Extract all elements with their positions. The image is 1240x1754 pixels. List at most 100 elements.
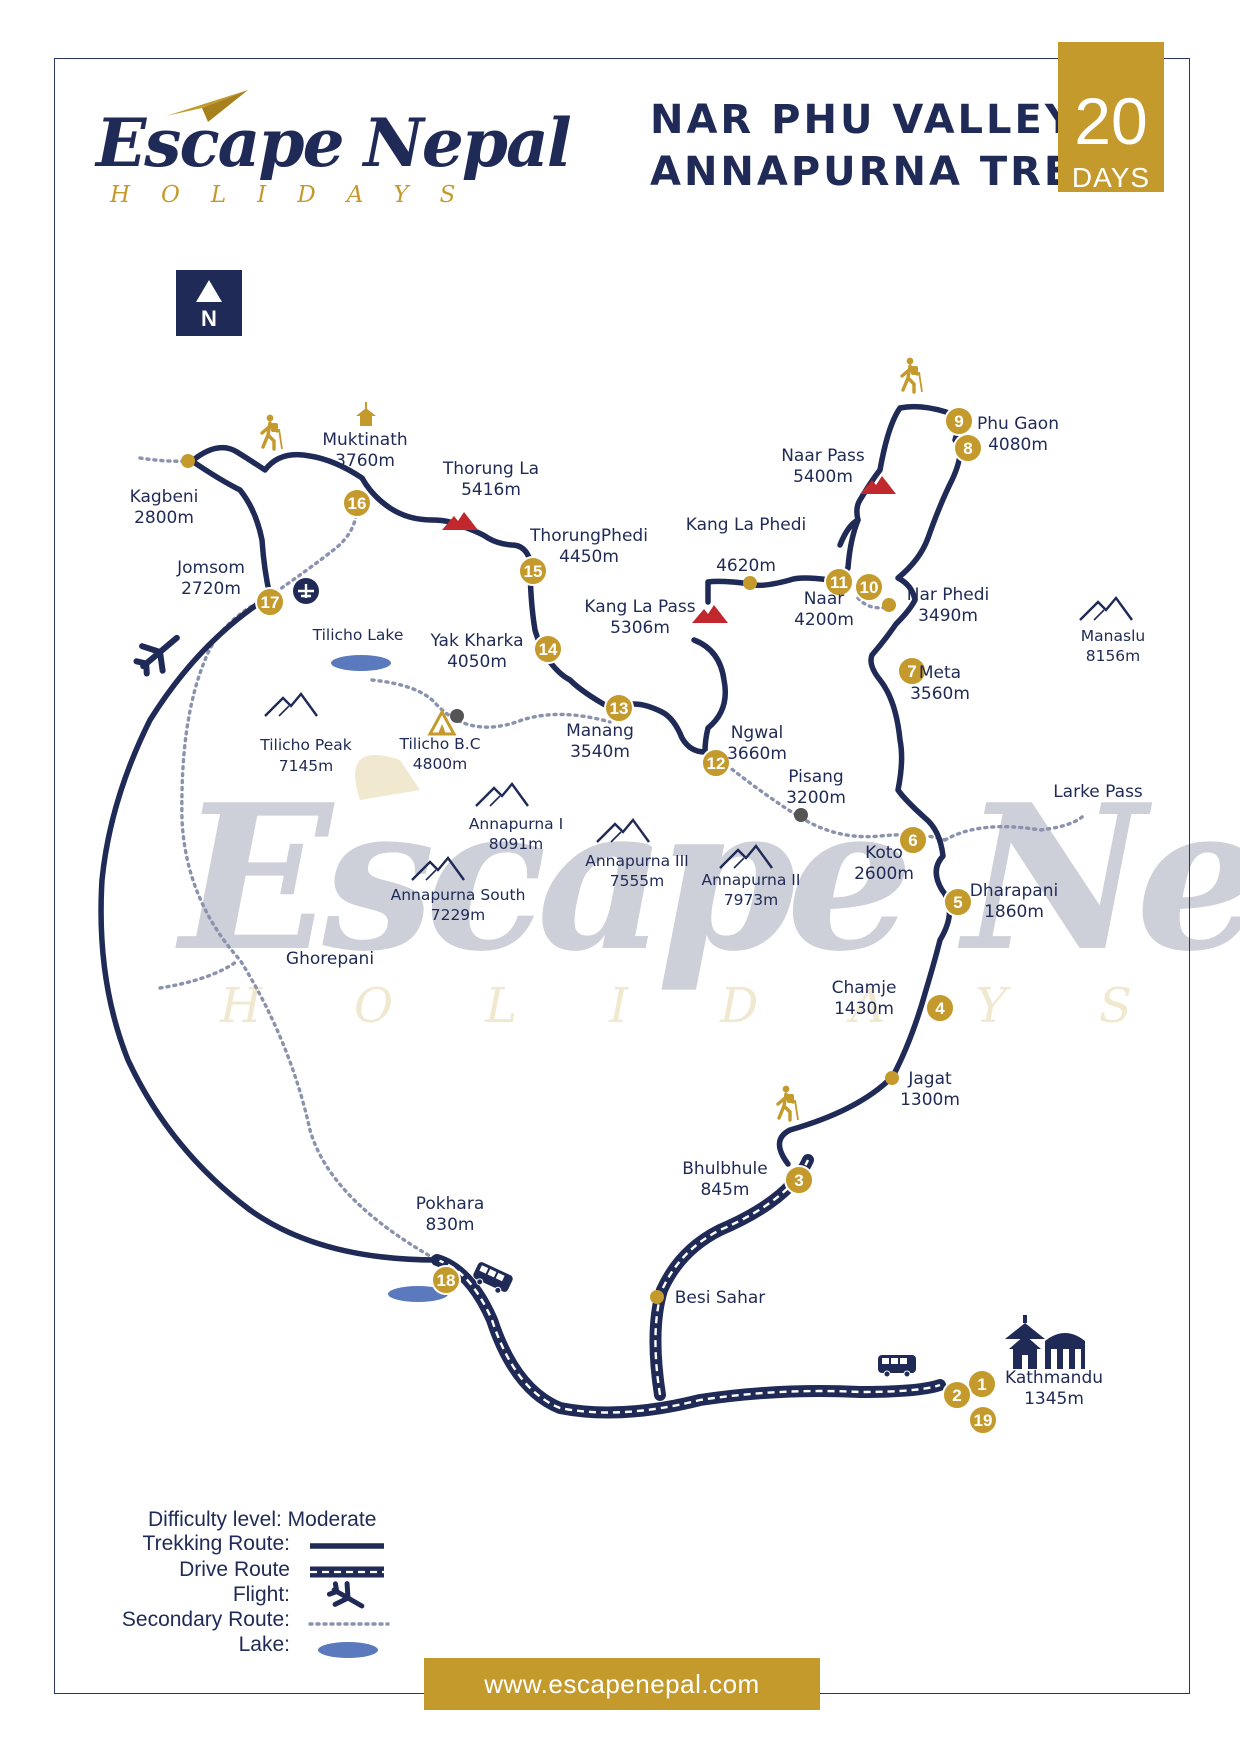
stop-marker-17: 17: [255, 587, 285, 617]
stop-number: 15: [524, 562, 543, 581]
place-larke-pass: Larke Pass: [1053, 782, 1143, 802]
stop-marker-14: 14: [533, 634, 563, 664]
north-compass: N: [176, 270, 242, 336]
stop-number: 16: [348, 494, 367, 513]
stop-number: 4: [935, 999, 945, 1018]
stop-number: 10: [860, 578, 879, 597]
stop-marker-3: 3: [784, 1165, 814, 1195]
watermark-tagline: HOLIDAYS: [219, 978, 1224, 1034]
stop-number: 17: [261, 593, 280, 612]
north-label: N: [201, 306, 217, 331]
stop-marker-13: 13: [604, 693, 634, 723]
naar-pass-icon: [860, 476, 896, 494]
legend-flight: Flight:: [232, 1583, 290, 1606]
website-link[interactable]: www.escapenepal.com: [424, 1658, 820, 1710]
stop-number: 12: [707, 754, 726, 773]
stop-number: 14: [539, 640, 558, 659]
legend-drive: Drive Route: [179, 1558, 290, 1581]
stop-number: 19: [974, 1411, 993, 1430]
stop-number: 6: [908, 831, 917, 850]
stop-number: 8: [963, 439, 972, 458]
legend-difficulty: Difficulty level: Moderate: [148, 1508, 377, 1531]
stop-number: 9: [954, 412, 963, 431]
tilicho-lake: [331, 655, 391, 671]
stop-marker-10: 10: [854, 572, 884, 602]
stop-marker-15: 15: [518, 556, 548, 586]
tilicho-camp-icon: [427, 708, 457, 736]
brand-tagline: HOLIDAYS: [110, 182, 487, 208]
stop-number: 5: [953, 893, 962, 912]
paper-plane-icon: [166, 90, 248, 122]
manaslu-mountain-icon: [1078, 596, 1134, 622]
stop-marker-19: 19: [968, 1405, 998, 1435]
drive-bus-icon: [877, 1354, 917, 1378]
stop-marker-5: 5: [943, 887, 973, 917]
stop-marker-4: 4: [925, 993, 955, 1023]
place-tilicho-lake: Tilicho Lake: [312, 626, 404, 644]
stop-number: 3: [794, 1171, 803, 1190]
airport-icon: [293, 578, 319, 604]
brand-name: Escape Nepal: [96, 104, 572, 182]
duration-unit: DAYS: [1071, 162, 1151, 193]
phewa-lake: [388, 1286, 448, 1302]
watermark-plane-icon: [355, 755, 420, 800]
kang-la-pass-icon: [692, 605, 728, 623]
tilicho-peak-mountain-icon: [263, 692, 319, 718]
stop-number: 13: [610, 699, 629, 718]
brand-logo: Escape Nepal HOLIDAYS: [96, 90, 572, 210]
stop-marker-2: 2: [942, 1380, 972, 1410]
waypoint-dots: [181, 454, 899, 1304]
legend-secondary: Secondary Route:: [121, 1608, 290, 1631]
hiker-icon: [776, 1083, 800, 1122]
place-ghorepani: Ghorepani: [286, 949, 374, 969]
duration-badge: 20 DAYS: [1058, 42, 1164, 193]
legend-symbols: [308, 1543, 390, 1658]
legend-flight-icon: [326, 1581, 365, 1609]
drive-route: [431, 1154, 946, 1419]
hiker-icon: [900, 355, 924, 394]
stop-marker-1: 1: [967, 1369, 997, 1399]
stop-marker-12: 12: [701, 748, 731, 778]
stop-marker-6: 6: [898, 825, 928, 855]
watermark: Escape Nepal HOLIDAYS: [175, 755, 1240, 1034]
stop-marker-7: 7: [897, 656, 927, 686]
place-besi-sahar: Besi Sahar: [675, 1288, 766, 1308]
legend-lake: Lake:: [238, 1633, 290, 1656]
flight-airplane-icon: [133, 634, 180, 677]
stop-number: 2: [952, 1386, 961, 1405]
hiker-icon: [260, 412, 284, 451]
duration-number: 20: [1074, 84, 1148, 158]
stop-number: 7: [907, 662, 916, 681]
stop-number: 11: [830, 573, 848, 592]
stop-marker-8: 8: [953, 433, 983, 463]
muktinath-temple-icon: [356, 402, 376, 426]
